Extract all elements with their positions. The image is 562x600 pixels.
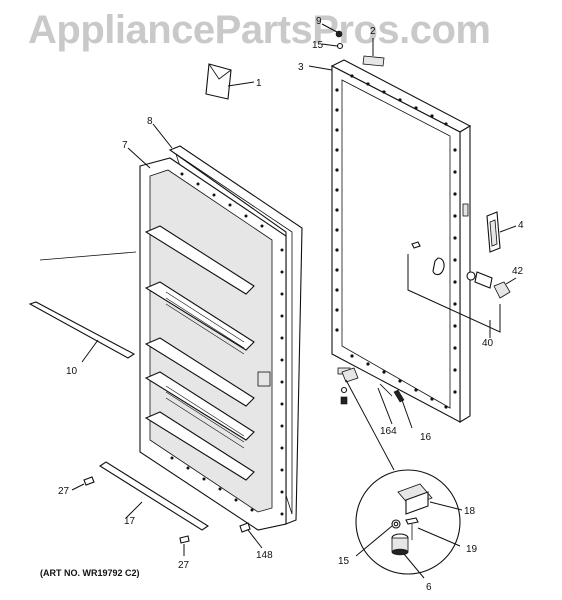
callout-10: 10 — [66, 366, 78, 377]
part-27-screw-lower — [179, 535, 190, 556]
callout-18: 18 — [464, 506, 476, 517]
callout-17: 17 — [124, 516, 136, 527]
callout-labels: 1 2 3 4 6 7 8 9 10 15 15 16 17 18 19 27 … — [58, 16, 524, 593]
door-shelves — [144, 225, 255, 481]
hinge-hardware — [340, 367, 413, 471]
callout-148: 148 — [256, 550, 273, 561]
callout-164: 164 — [380, 426, 397, 437]
callout-15-top: 15 — [312, 40, 324, 51]
part-2-label — [362, 38, 385, 67]
callout-16-upper: 16 — [420, 432, 432, 443]
callout-8: 8 — [147, 116, 153, 127]
callout-7: 7 — [122, 140, 128, 151]
part-17-trim-bar — [98, 461, 210, 531]
callout-4: 4 — [518, 220, 524, 231]
part-9-screw — [321, 23, 343, 38]
callout-40: 40 — [482, 338, 494, 349]
part-10-shelf-bar — [28, 251, 137, 363]
watermark-logo: AppliancePartsPros.com — [28, 8, 491, 52]
part-4-handle-bracket — [486, 211, 517, 253]
callout-3: 3 — [298, 62, 304, 73]
part-27-screw-upper — [71, 476, 95, 491]
part-15-washer-top — [321, 42, 344, 50]
part-1-literature-pack — [205, 63, 255, 100]
callout-2: 2 — [370, 26, 376, 37]
callout-9: 9 — [316, 16, 322, 27]
part-40-lock-assembly — [407, 241, 501, 338]
callout-6: 6 — [426, 582, 432, 593]
callout-1: 1 — [256, 78, 262, 89]
part-3-outer-door — [308, 59, 472, 423]
callout-27-upper: 27 — [58, 486, 70, 497]
hinge-detail-inset — [355, 469, 463, 579]
callout-15-detail: 15 — [338, 556, 350, 567]
art-number: (ART NO. WR19792 C2) — [40, 568, 140, 578]
part-7-inner-liner — [127, 147, 287, 531]
callout-27-lower: 27 — [178, 560, 190, 571]
part-148-screw — [239, 522, 263, 549]
callout-42: 42 — [512, 266, 524, 277]
part-42-key — [493, 277, 517, 299]
callout-19: 19 — [466, 544, 478, 555]
